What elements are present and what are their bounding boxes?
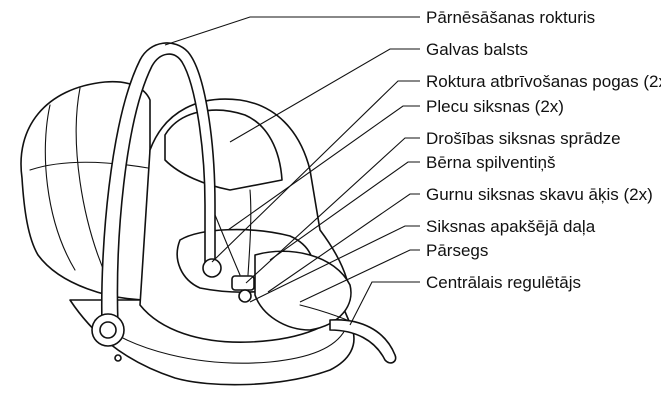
base-foot — [115, 355, 121, 361]
label-shoulder-straps: Plecu siksnas (2x) — [426, 97, 564, 116]
label-harness-buckle: Drošības siksnas sprādze — [426, 129, 621, 148]
leader-central-adjuster — [350, 282, 420, 325]
label-hip-strap-hook: Gurnu siksnas skavu āķis (2x) — [426, 185, 653, 204]
label-child-pad: Bērna spilventiņš — [426, 153, 555, 172]
label-head-support: Galvas balsts — [426, 40, 528, 59]
label-crotch-strap: Siksnas apakšējā daļa — [426, 217, 596, 236]
label-apron: Pārsegs — [426, 241, 488, 260]
car-seat-illustration — [21, 43, 396, 385]
callout-labels: Pārnēsāšanas rokturis Galvas balsts Rokt… — [426, 8, 661, 292]
crotch-clip — [239, 290, 251, 302]
handle-release-button — [100, 322, 116, 338]
label-handle-release-buttons: Roktura atbrīvošanas pogas (2x) — [426, 72, 661, 91]
label-central-adjuster: Centrālais regulētājs — [426, 273, 581, 292]
label-carry-handle: Pārnēsāšanas rokturis — [426, 8, 595, 27]
leader-carry-handle — [165, 17, 420, 45]
